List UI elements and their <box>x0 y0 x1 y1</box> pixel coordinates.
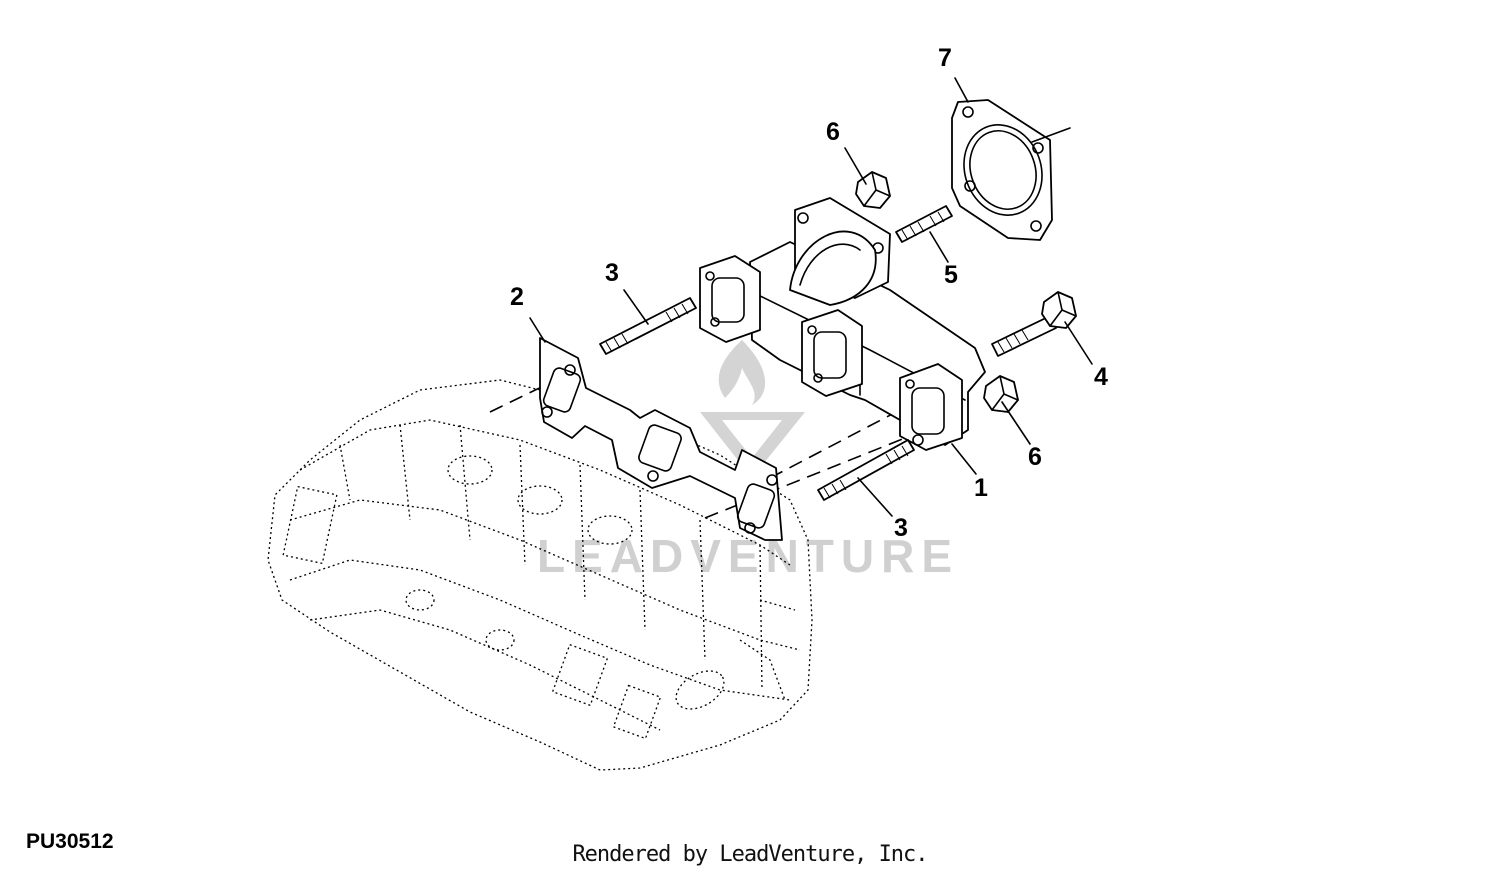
engine-block-ghost <box>267 379 813 771</box>
watermark: LEADVENTURE <box>537 340 959 582</box>
callouts: 7 6 5 3 2 4 6 1 3 <box>510 44 1108 542</box>
part-6-nut-lower <box>983 375 1019 413</box>
part-3-stud-lower <box>817 439 915 501</box>
part-5-stud <box>895 205 953 243</box>
callout-6-upper: 6 <box>826 118 840 146</box>
callout-1: 1 <box>974 474 988 502</box>
assembly-lines <box>489 377 921 519</box>
watermark-chevron-icon <box>700 412 805 478</box>
callout-7: 7 <box>938 44 952 72</box>
part-4-cap-screw <box>991 291 1077 357</box>
part-1-exhaust-manifold <box>699 197 986 451</box>
part-2-manifold-gasket <box>539 337 783 541</box>
part-3-stud-upper <box>599 297 697 355</box>
callout-3-upper: 3 <box>605 259 619 287</box>
callout-6-lower: 6 <box>1028 443 1042 471</box>
part-6-nut-upper <box>855 171 891 209</box>
callout-2: 2 <box>510 283 524 311</box>
figure-code: PU30512 <box>26 830 114 853</box>
callout-3-lower: 3 <box>894 514 908 542</box>
watermark-flame-icon <box>718 340 766 405</box>
callout-5: 5 <box>944 261 958 289</box>
render-credit: Rendered by LeadVenture, Inc. <box>572 842 928 867</box>
watermark-text: LEADVENTURE <box>537 530 959 582</box>
leader-lines <box>529 77 1093 517</box>
part-7-outlet-gasket <box>951 99 1053 241</box>
callout-4: 4 <box>1094 363 1108 391</box>
